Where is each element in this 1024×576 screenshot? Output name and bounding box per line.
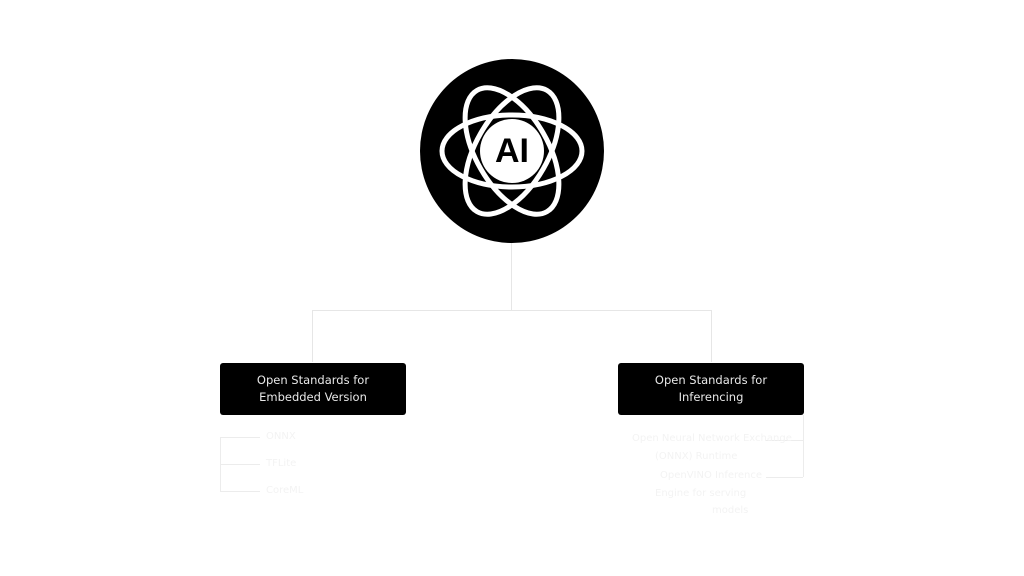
logo-text: AI [495, 131, 529, 170]
sub-branch [220, 464, 260, 465]
sub-item: Engine for serving [655, 488, 747, 499]
sub-branch [220, 437, 260, 438]
node-label: Open Standards for Embedded Version [256, 373, 370, 404]
sub-connector-right [803, 415, 804, 477]
node-inferencing-standards[interactable]: Open Standards for Inferencing [618, 363, 804, 415]
connector-right [711, 310, 712, 362]
sub-item: Open Neural Network Exchange [632, 433, 792, 444]
connector-bar [312, 310, 711, 311]
sub-item: TFLite [266, 458, 297, 469]
ai-logo: AI [420, 59, 604, 243]
connector-left [312, 310, 313, 362]
sub-branch [220, 491, 260, 492]
atom-ai-icon [439, 85, 585, 217]
node-label: Open Standards for Inferencing [654, 373, 768, 404]
sub-branch [766, 440, 803, 441]
node-embedded-standards[interactable]: Open Standards for Embedded Version [220, 363, 406, 415]
connector-trunk [511, 243, 512, 310]
sub-item: OpenVINO Inference [660, 470, 763, 481]
sub-item: ONNX [266, 431, 296, 442]
sub-branch [766, 477, 803, 478]
sub-item: models [712, 505, 749, 516]
sub-item: (ONNX) Runtime [655, 451, 738, 462]
sub-item: CoreML [266, 485, 304, 496]
